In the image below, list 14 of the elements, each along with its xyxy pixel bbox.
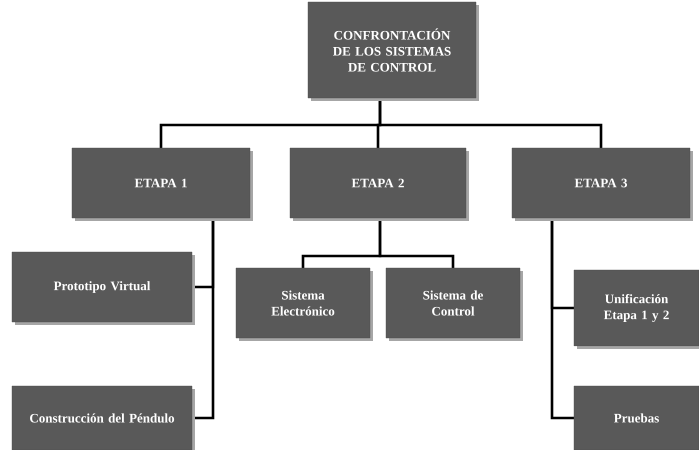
process-box: Sistema Electrónico: [236, 268, 370, 338]
connector-line: [550, 218, 574, 420]
process-box: ETAPA 1: [72, 148, 250, 218]
connector-line: [378, 98, 602, 148]
process-box: Sistema de Control: [386, 268, 520, 338]
connector-line: [378, 218, 454, 268]
process-box: Prototipo Virtual: [12, 252, 192, 322]
process-box: ETAPA 2: [290, 148, 466, 218]
process-box: Unificación Etapa 1 y 2: [574, 270, 699, 346]
process-box: ETAPA 3: [512, 148, 690, 218]
connector-line: [192, 218, 214, 420]
process-box: CONFRONTACIÓN DE LOS SISTEMAS DE CONTROL: [308, 2, 476, 98]
process-box: Construcción del Péndulo: [12, 386, 192, 450]
process-box: Pruebas: [574, 386, 699, 450]
